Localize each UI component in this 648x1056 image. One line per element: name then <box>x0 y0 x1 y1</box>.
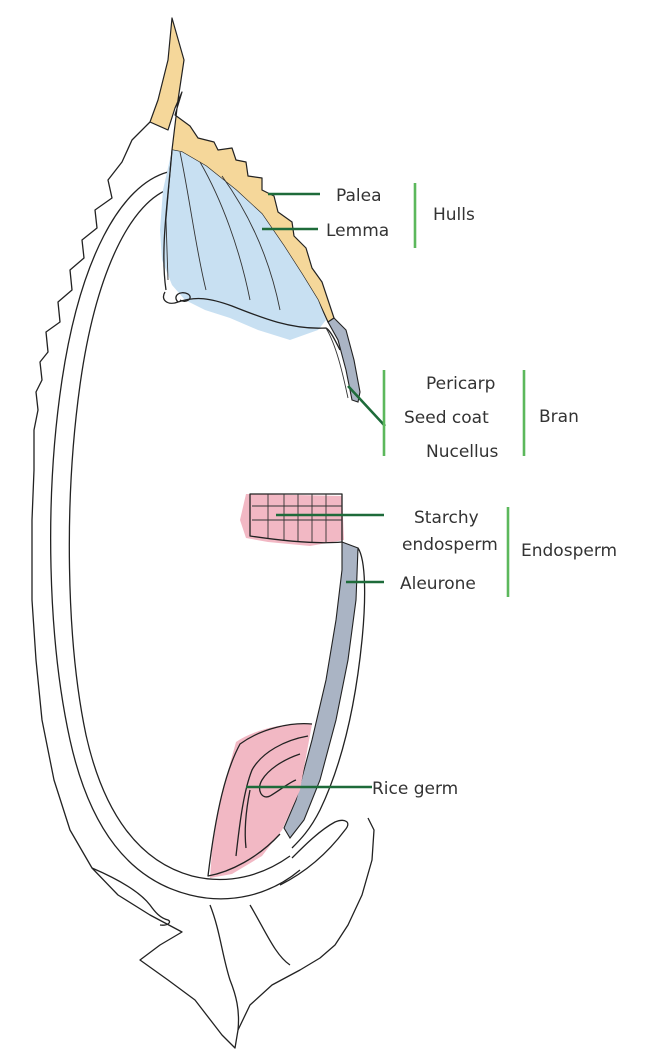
lemma-outer-edge <box>163 149 173 291</box>
hull-outer-contour <box>31 121 375 1049</box>
hull-base-stem <box>209 904 240 1031</box>
lemma-base-curl <box>175 292 191 303</box>
rice-germ-shape <box>210 723 312 878</box>
aleurone-shape <box>283 541 359 839</box>
label-pericarp: Pericarp <box>426 374 495 394</box>
hull-inner-line-1 <box>50 171 301 900</box>
label-hulls: Hulls <box>433 205 475 225</box>
hull-outline <box>31 121 375 1049</box>
bran-leader <box>347 385 386 427</box>
bran-shape <box>327 317 361 403</box>
lemma-base-hook <box>162 291 341 351</box>
label-bran: Bran <box>539 407 579 427</box>
label-endosperm: Endosperm <box>521 541 617 561</box>
rice-germ-detail <box>207 722 313 877</box>
palea-shape <box>149 17 335 323</box>
lemma-shape <box>160 150 326 340</box>
leader-lines <box>246 192 386 789</box>
label-nucellus: Nucellus <box>426 442 499 462</box>
starchy-endosperm-grid <box>249 493 343 544</box>
label-lemma: Lemma <box>326 221 389 241</box>
hull-base-flap-left <box>91 867 171 926</box>
germ-outer <box>207 722 313 877</box>
label-seed-coat: Seed coat <box>404 408 489 428</box>
germ-inner-1 <box>235 735 309 857</box>
lemma-rib-3 <box>199 161 251 301</box>
hull-base-flap-right <box>279 819 349 886</box>
germ-inner-3 <box>244 789 251 849</box>
labels: Palea Lemma Hulls Pericarp Seed coat Nuc… <box>326 186 617 799</box>
label-starchy-line1: Starchy <box>414 508 479 528</box>
label-rice-germ: Rice germ <box>372 779 458 799</box>
label-aleurone: Aleurone <box>400 574 476 594</box>
hull-base-inner <box>249 904 291 966</box>
bran-inner-line <box>325 327 349 399</box>
lemma-rib-4 <box>221 175 281 311</box>
hull-inner-line-2 <box>68 187 291 881</box>
grain-right-edge <box>291 547 366 849</box>
brackets <box>382 183 526 597</box>
label-palea: Palea <box>336 186 382 206</box>
label-starchy-line2: endosperm <box>402 535 498 555</box>
lemma-rib-2 <box>179 151 207 291</box>
